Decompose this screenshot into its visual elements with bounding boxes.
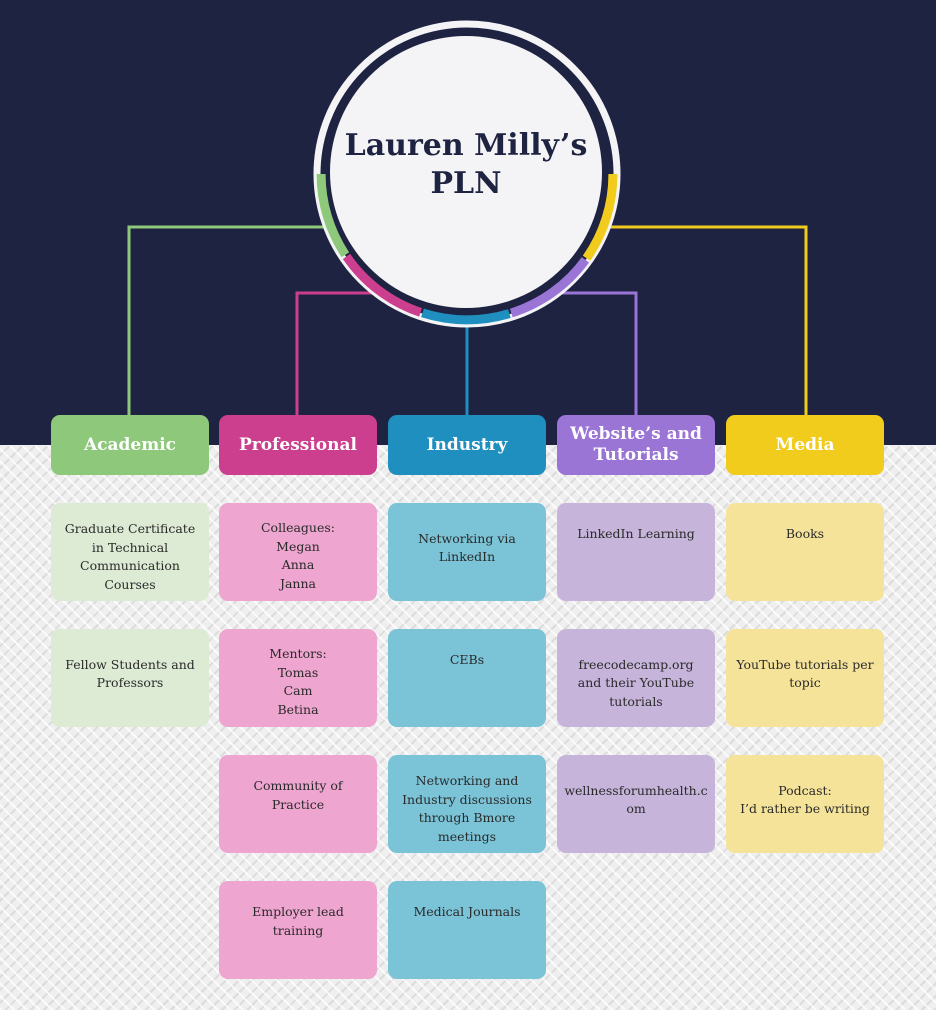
ring-arc-websites (509, 257, 590, 318)
connector-media (606, 225, 808, 416)
ring-arc-industry (421, 308, 511, 325)
card-text: Networking and Industry discussions thro… (402, 773, 532, 844)
hub-circle: Lauren Milly’s PLN (330, 36, 602, 308)
card-text: Graduate Certificate in Technical Commun… (64, 521, 196, 592)
hub-title: Lauren Milly’s PLN (344, 128, 588, 201)
connector-websites (555, 291, 638, 416)
card-websites-2: freecodecamp.org and their YouTube tutor… (557, 629, 715, 727)
card-text: CEBs (449, 652, 485, 667)
card-professional-4: Employer lead training (219, 881, 377, 979)
card-text: Mentors: Tomas Cam Betina (269, 646, 327, 717)
card-text: Community of Practice (253, 778, 343, 812)
card-academic-2: Fellow Students and Professors (51, 629, 209, 727)
category-header-media: Media (726, 415, 884, 475)
card-text: wellnessforumhealth.c om (564, 782, 708, 817)
card-text: freecodecamp.org and their YouTube tutor… (577, 656, 695, 709)
card-media-2: YouTube tutorials per topic (726, 629, 884, 727)
card-professional-3: Community of Practice (219, 755, 377, 853)
card-text: Employer lead training (252, 904, 344, 938)
hub-ring (313, 20, 621, 328)
card-professional-2: Mentors: Tomas Cam Betina (219, 629, 377, 727)
category-header-industry: Industry (388, 415, 546, 475)
card-academic-1: Graduate Certificate in Technical Commun… (51, 503, 209, 601)
card-text: Networking via LinkedIn (418, 530, 516, 565)
card-industry-4: Medical Journals (388, 881, 546, 979)
connector-professional (295, 291, 378, 416)
ring-arc-academic (316, 173, 350, 258)
ring-arc-media (582, 173, 618, 261)
card-media-3: Podcast: I’d rather be writing (726, 755, 884, 853)
card-text: LinkedIn Learning (577, 526, 695, 541)
card-industry-1: Networking via LinkedIn (388, 503, 546, 601)
card-professional-1: Colleagues: Megan Anna Janna (219, 503, 377, 601)
category-header-academic: Academic (51, 415, 209, 475)
card-websites-3: wellnessforumhealth.c om (557, 755, 715, 853)
card-media-1: Books (726, 503, 884, 601)
card-text: Fellow Students and Professors (65, 656, 195, 691)
card-websites-1: LinkedIn Learning (557, 503, 715, 601)
card-text: Medical Journals (413, 904, 521, 919)
ring-arc-professional (342, 253, 423, 317)
card-text: Books (785, 526, 825, 541)
connector-academic (127, 225, 325, 416)
card-text: Colleagues: Megan Anna Janna (260, 520, 335, 591)
category-header-professional: Professional (219, 415, 377, 475)
card-industry-2: CEBs (388, 629, 546, 727)
card-text: YouTube tutorials per topic (736, 656, 874, 691)
category-header-websites: Website’s and Tutorials (557, 415, 715, 475)
card-industry-3: Networking and Industry discussions thro… (388, 755, 546, 853)
card-text: Podcast: I’d rather be writing (740, 782, 870, 817)
